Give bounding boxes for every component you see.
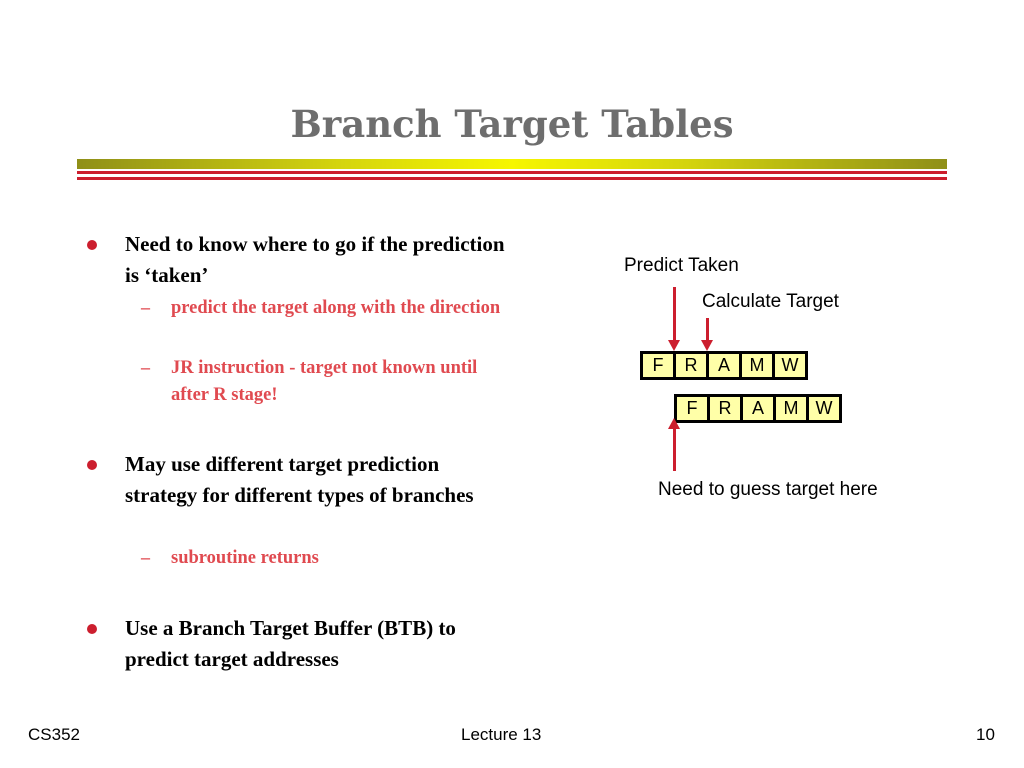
pipeline-stage: W — [775, 354, 805, 377]
slide-title: Branch Target Tables — [290, 102, 734, 146]
bullet-2: May use different target prediction stra… — [125, 452, 474, 507]
pipeline-row-1: F R A M W — [640, 351, 808, 380]
pipeline-row-2: F R A M W — [674, 394, 842, 423]
title-rule-gold — [77, 159, 947, 169]
pipeline-stage: F — [677, 397, 707, 420]
pipeline-stage: M — [776, 397, 806, 420]
calculate-target-label: Calculate Target — [702, 291, 839, 312]
bullet-dot-icon — [87, 460, 97, 470]
pipeline-stage: R — [676, 354, 706, 377]
dash-icon: – — [141, 297, 150, 317]
bullet-1-sub-1: predict the target along with the direct… — [171, 298, 501, 318]
predict-arrow-head-icon — [668, 340, 680, 351]
guess-arrow-shaft — [673, 428, 676, 471]
footer-course: CS352 — [28, 725, 80, 744]
bullet-3: Use a Branch Target Buffer (BTB) to pred… — [125, 616, 456, 671]
pipeline-stage: A — [743, 397, 773, 420]
dash-icon: – — [141, 547, 150, 567]
predict-taken-label: Predict Taken — [624, 255, 739, 276]
bullet-dot-icon — [87, 240, 97, 250]
title-rule-red-2 — [77, 177, 947, 180]
title-rule-red-1 — [77, 171, 947, 174]
calculate-arrow-head-icon — [701, 340, 713, 351]
predict-arrow-shaft — [673, 287, 676, 341]
footer-page-number: 10 — [976, 725, 995, 744]
pipeline-stage: M — [742, 354, 772, 377]
dash-icon: – — [141, 357, 150, 377]
guess-target-label: Need to guess target here — [658, 479, 878, 500]
bullet-2-sub-1: subroutine returns — [171, 548, 319, 568]
calculate-arrow-shaft — [706, 318, 709, 341]
pipeline-stage: A — [709, 354, 739, 377]
pipeline-stage: W — [809, 397, 839, 420]
guess-arrow-head-icon — [668, 418, 680, 429]
pipeline-stage: R — [710, 397, 740, 420]
pipeline-stage: F — [643, 354, 673, 377]
bullet-1: Need to know where to go if the predicti… — [125, 232, 505, 287]
bullet-1-sub-2: JR instruction - target not known until … — [171, 358, 478, 405]
bullet-dot-icon — [87, 624, 97, 634]
footer-lecture: Lecture 13 — [461, 725, 542, 744]
